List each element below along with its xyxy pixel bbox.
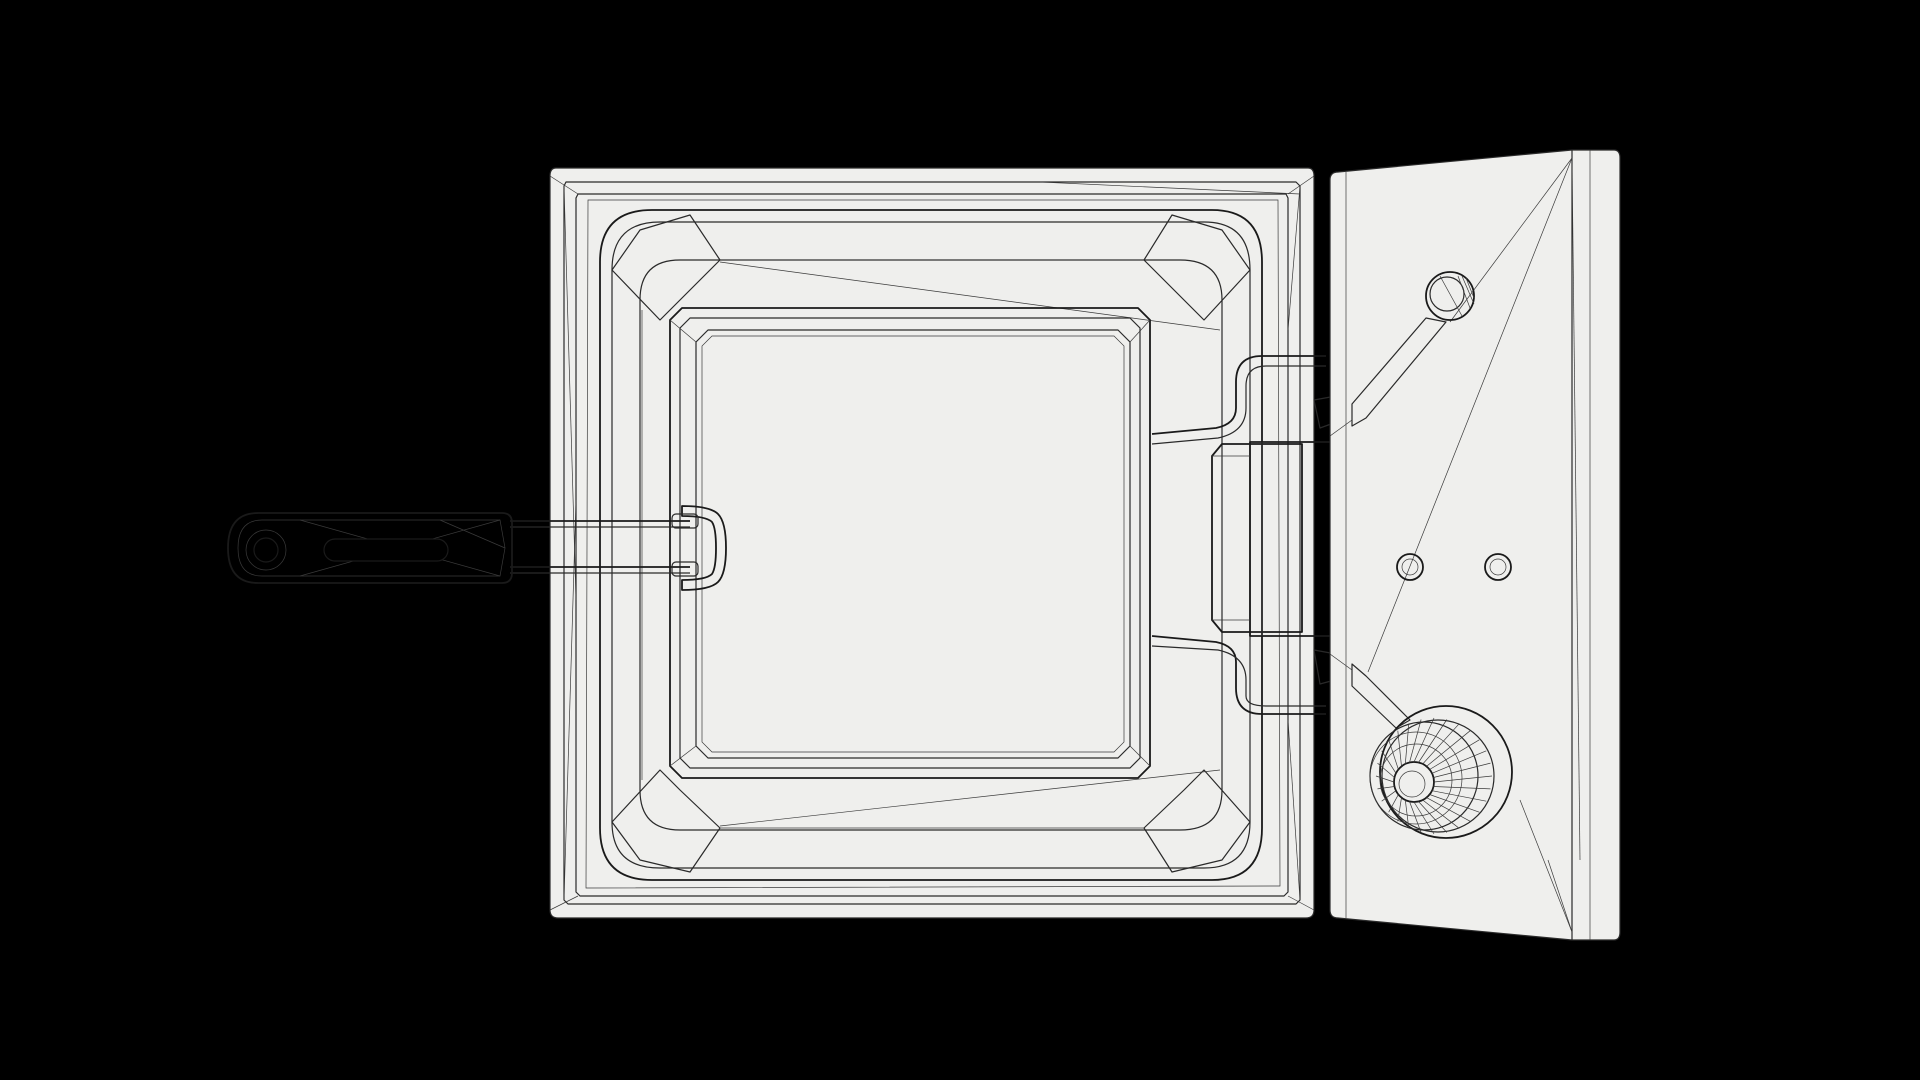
knob-rib — [1381, 790, 1397, 802]
element-tube-upper-2 — [1151, 365, 1326, 445]
element-tube-lower-2 — [1151, 645, 1326, 707]
element-tube-upper — [1151, 355, 1326, 435]
edge-tri-line — [1287, 719, 1301, 901]
corner-line — [549, 175, 579, 195]
temperature-knob[interactable] — [1369, 705, 1513, 839]
indicator-light-icon — [1484, 553, 1512, 581]
handle-grip — [227, 512, 513, 584]
knob-center-inner — [1398, 770, 1426, 798]
edge-tri-line — [1287, 185, 1301, 331]
indicator-light-icon — [1396, 553, 1424, 581]
knob-rib — [1433, 775, 1493, 783]
oil-tank-rim — [599, 209, 1263, 881]
panel-strut-line — [1329, 653, 1353, 671]
panel-strut-lower — [1351, 663, 1411, 729]
knob-rib — [1404, 723, 1410, 765]
knob-rib — [1404, 799, 1410, 829]
panel-tri-line — [1519, 799, 1573, 933]
fryer-body-bevel-2 — [575, 193, 1289, 897]
reset-button-ring — [1425, 271, 1475, 321]
frying-basket[interactable] — [669, 307, 1151, 779]
oil-tank-wall — [639, 259, 1223, 831]
basket-rim-inner — [679, 317, 1141, 769]
panel-tri-line — [1367, 157, 1573, 673]
tank-facet-line — [719, 261, 1221, 331]
knob-rib — [1375, 775, 1395, 783]
fryer-body — [549, 167, 1315, 919]
hook-clip-bottom — [671, 561, 699, 577]
knob-rib — [1397, 730, 1402, 767]
knob-rib — [1413, 717, 1435, 763]
knob-rib — [1413, 801, 1435, 835]
reset-button-rib — [1465, 277, 1475, 299]
corner-line — [1287, 895, 1315, 911]
knob-rib — [1388, 739, 1399, 770]
fryer-body-outline — [549, 167, 1315, 919]
panel-tri-line — [1547, 859, 1573, 933]
edge-tri-line — [563, 185, 577, 601]
panel-strut-line — [1329, 419, 1353, 437]
basket-corner-line — [1129, 319, 1151, 343]
fryer-body-bevel-1 — [563, 181, 1301, 905]
knob-rib — [1426, 730, 1471, 767]
panel-strut-upper — [1351, 317, 1447, 427]
knob-rib — [1433, 762, 1491, 778]
element-tube-lower — [1151, 635, 1326, 715]
knob-rib — [1431, 750, 1487, 774]
knob-ring-3 — [1369, 731, 1463, 825]
indicator-light-lens — [1489, 558, 1507, 576]
reset-button-rib — [1461, 275, 1475, 305]
knob-rib — [1409, 719, 1422, 763]
knob-rib — [1418, 719, 1448, 763]
circle-hole-icon — [253, 537, 279, 563]
knob-rib — [1397, 797, 1402, 822]
handle-grip-facet — [237, 519, 506, 577]
indicator-light-lens — [1401, 558, 1419, 576]
tank-facet-line — [719, 769, 1221, 827]
basket-handle[interactable] — [227, 505, 727, 591]
knob-rib — [1433, 786, 1491, 790]
hook-clip-top — [671, 513, 699, 529]
knob-rib — [1431, 790, 1487, 802]
knob-rib — [1429, 739, 1480, 770]
basket-hook — [681, 505, 727, 591]
corner-line — [1287, 175, 1315, 195]
basket-floor-inner — [701, 335, 1125, 753]
grip-facet-line — [439, 519, 506, 549]
knob-rib — [1429, 794, 1480, 813]
basket-corner-line — [669, 745, 697, 767]
knob-rib — [1422, 799, 1460, 829]
fryer-body-bevel-3 — [585, 199, 1281, 889]
knob-rib — [1381, 750, 1397, 774]
control-panel-outline — [1329, 149, 1621, 941]
knob-rib — [1422, 723, 1460, 765]
knob-grip-ribs — [1375, 717, 1493, 835]
panel-tri-line — [1571, 157, 1581, 861]
corner-line — [549, 895, 579, 911]
knob-rib — [1388, 794, 1399, 813]
basket-rim-outer — [669, 307, 1151, 779]
reset-button-cap — [1429, 276, 1465, 312]
knob-rib — [1377, 762, 1395, 778]
reset-button[interactable] — [1425, 271, 1475, 321]
knob-ring-1 — [1381, 719, 1495, 833]
knob-rib — [1426, 797, 1471, 822]
knob-rib — [1409, 801, 1422, 833]
basket-corner-line — [1129, 745, 1151, 767]
knob-rib — [1418, 801, 1448, 833]
indicator-lights — [1396, 553, 1512, 581]
edge-tri-line — [1039, 181, 1301, 195]
oil-tank — [599, 209, 1263, 881]
reset-button-rib — [1457, 275, 1471, 309]
slot-icon — [323, 538, 449, 562]
reset-button-rib — [1439, 275, 1463, 317]
hole-ring — [245, 529, 287, 571]
dial-knob-icon — [1379, 705, 1513, 839]
knob-rib — [1377, 786, 1395, 790]
basket-floor — [695, 329, 1131, 759]
control-panel[interactable] — [1329, 149, 1621, 941]
basket-corner-line — [669, 319, 697, 343]
